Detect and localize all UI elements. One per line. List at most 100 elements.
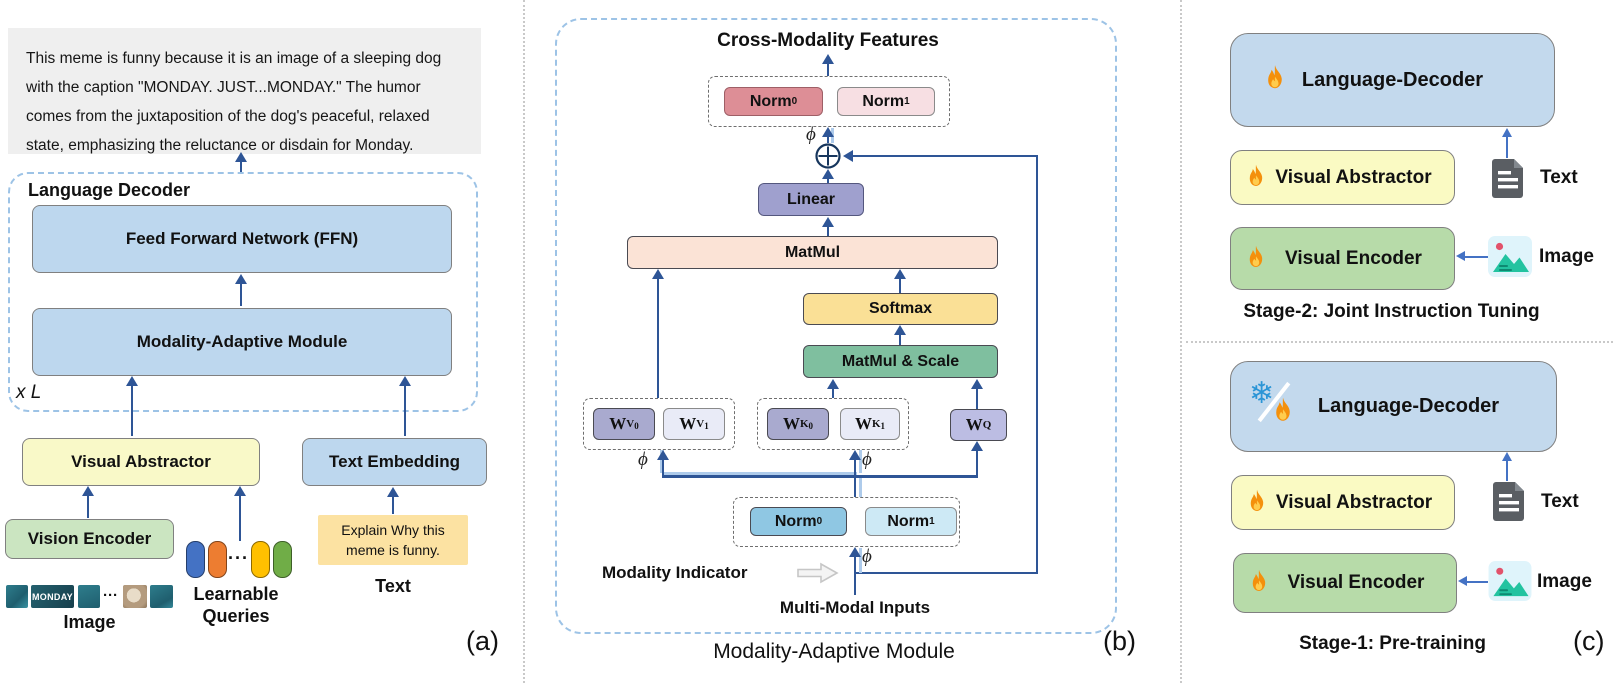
stage1-caption: Stage-1: Pre-training [1299,633,1486,654]
stage1-visual-encoder-label: Visual Encoder [1287,572,1425,593]
arrow-branch-to-wk [849,450,861,460]
phi-symbol: ϕ [862,449,872,470]
query-pill [251,541,270,578]
flame-icon [1276,397,1290,421]
image-tile-dog [123,585,147,608]
language-decoder-label: Language Decoder [28,180,191,200]
arrow-ve-to-va [82,486,94,496]
queries-ellipsis: ··· [228,548,249,568]
prompt-line1: Explain Why this [341,522,445,538]
text-label-s1: Text [1541,491,1579,512]
flame-icon [1249,245,1263,267]
wk-group [757,398,909,450]
arrow-mms-to-softmax [894,325,906,335]
arrow-sum-to-norm [822,127,834,137]
plus-circle-icon [815,143,841,169]
arrow-matmul-to-linear [822,217,834,227]
stage2-visual-encoder-label: Visual Encoder [1285,247,1422,269]
snowflake-fire-icon: ❄ [1249,376,1301,432]
flame-icon [1252,569,1266,591]
flame-icon [1250,489,1264,511]
document-icon [1492,159,1523,198]
prompt-line2: meme is funny. [346,542,440,558]
stage1-visual-abstractor-box: Visual Abstractor [1231,475,1455,530]
image-tile-monday: MONDAY [31,585,74,608]
arrow-branch-to-wv [657,450,669,460]
bottom-norm-group [733,497,960,547]
xl-label: x L [16,382,42,403]
learnable-queries-label-line1: Learnable [193,584,279,604]
image-tile [150,585,173,608]
phi-symbol: ϕ [806,124,816,145]
norm-label: Norm [749,92,792,110]
arrow-branch-to-wq [971,441,983,451]
arrow-text-to-decoder-s2 [1501,128,1512,137]
norm-label: Norm [862,92,905,110]
arrow-te-to-mam [399,376,411,386]
softmax-box: Softmax [803,293,998,325]
divider-a-b [523,0,525,683]
stage1-visual-abstractor-label: Visual Abstractor [1275,491,1433,513]
stage2-language-decoder-box: Language-Decoder [1230,33,1555,127]
query-pill [208,541,227,578]
arrow-image-to-encoder-s1 [1458,576,1467,586]
arrow-image-to-encoder-s2 [1456,251,1465,261]
image-label-s1: Image [1537,571,1592,592]
phi-symbol: ϕ [862,546,872,567]
arrow-linear-to-sum [822,169,834,179]
text-embedding-box: Text Embedding [302,438,487,486]
panel-c-label: (c) [1573,626,1605,656]
output-text-box: This meme is funny because it is an imag… [8,28,481,154]
norm-label: Norm [887,512,930,530]
divider-b-c [1180,0,1182,683]
panel-a-label: (a) [466,626,499,656]
image-label: Image [63,612,116,632]
phi-symbol: ϕ [638,449,648,470]
matmul-box: MatMul [627,236,998,269]
modality-indicator-label: Modality Indicator [602,563,748,582]
text-label: Text [375,576,411,596]
stage2-visual-abstractor-label: Visual Abstractor [1275,166,1432,188]
stage2-visual-encoder-box: Visual Encoder [1230,227,1455,290]
stage2-language-decoder-label: Language-Decoder [1301,68,1484,91]
image-icon [1488,236,1532,277]
visual-abstractor-box: Visual Abstractor [22,438,260,486]
language-decoder-group [8,172,478,412]
ffn-box: Feed Forward Network (FFN) [32,205,452,273]
arrow-to-cross-modality [822,54,834,64]
stage1-language-decoder-box: ❄ Language-Decoder [1230,361,1557,452]
query-pill [273,541,292,578]
cross-modality-features-title: Cross-Modality Features [717,30,939,51]
arrow-prompt-to-te [387,487,399,497]
stage2-visual-abstractor-box: Visual Abstractor [1230,150,1455,205]
modality-adaptive-module-caption: Modality-Adaptive Module [713,640,955,663]
arrow-va-to-mam [126,376,138,386]
modality-adaptive-module-group [555,18,1117,634]
wv-group [583,398,735,450]
matmul-scale-box: MatMul & Scale [803,345,998,378]
top-norm-group [708,76,950,127]
arrow-queries-to-va [234,486,246,496]
query-pill [186,541,205,578]
arrow-wq-to-mms [971,379,983,389]
arrow-v-to-matmul [652,269,664,279]
arrow-k-to-mms [827,379,839,389]
arrow-to-output [235,152,247,162]
linear-box: Linear [758,183,864,216]
arrow-inputs-to-norm [849,547,861,557]
divider-stage1-stage2 [1186,341,1613,343]
image-icon [1488,561,1532,601]
stage1-visual-encoder-box: Visual Encoder [1233,553,1457,613]
stage2-caption: Stage-2: Joint Instruction Tuning [1243,301,1540,322]
stage1-language-decoder-label: Language-Decoder [1317,395,1500,417]
image-tile [78,585,100,608]
flame-icon [1249,164,1263,186]
